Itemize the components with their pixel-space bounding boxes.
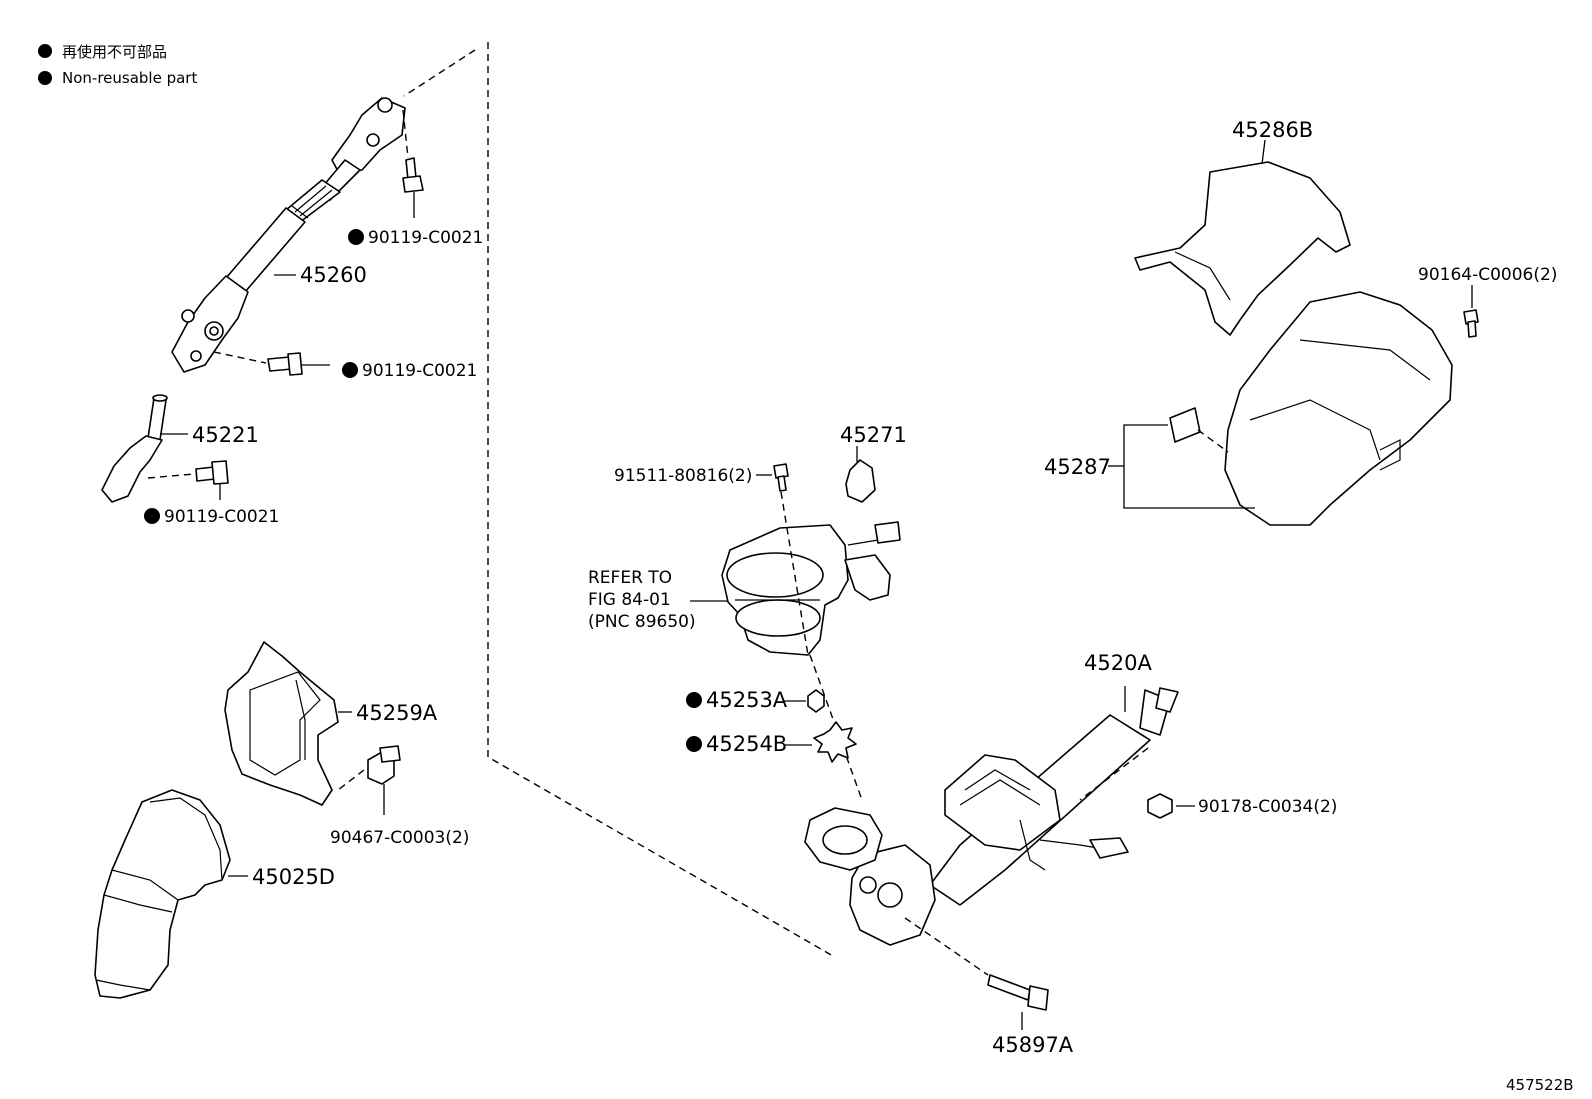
boot-45025D — [94, 789, 231, 999]
legend: 再使用不可部品 Non-reusable part — [38, 43, 197, 87]
clip-90467 — [367, 745, 401, 785]
assembly-boundary-line — [487, 42, 834, 957]
callout-90178: 90178-C0034(2) — [1198, 797, 1337, 817]
refer-line-3: (PNC 89650) — [588, 612, 696, 632]
non-reusable-dot-icon — [38, 44, 52, 58]
nut-90178 — [1147, 793, 1195, 819]
non-reusable-dot-icon — [144, 508, 160, 524]
non-reusable-dot-icon — [342, 362, 358, 378]
nut-45253A — [783, 689, 825, 713]
bolt-90119-top — [402, 157, 424, 218]
star-45254B — [785, 721, 857, 763]
legend-ja: 再使用不可部品 — [62, 43, 167, 61]
callout-45897A: 45897A — [992, 1033, 1074, 1057]
callout-45260: 45260 — [300, 263, 367, 287]
legend-en: Non-reusable part — [62, 69, 197, 87]
callout-90119-top: 90119-C0021 — [368, 228, 483, 248]
callout-45259A: 45259A — [356, 701, 438, 725]
upper-cover-45286B — [1134, 161, 1351, 336]
non-reusable-dot-icon — [38, 71, 52, 85]
shaft-guide-line — [403, 49, 476, 97]
intermediate-shaft — [171, 97, 406, 373]
figure-id: 457522B — [1506, 1076, 1574, 1094]
non-reusable-dot-icon — [348, 229, 364, 245]
callout-45221: 45221 — [192, 423, 259, 447]
callout-90119-mid: 90119-C0021 — [362, 361, 477, 381]
steering-column-4520A — [804, 687, 1179, 946]
callout-91511: 91511-80816(2) — [614, 466, 752, 486]
callout-45025D: 45025D — [252, 865, 335, 889]
refer-line-2: FIG 84-01 — [588, 590, 671, 610]
spiral-cable — [721, 521, 901, 656]
cover-45259A — [224, 641, 339, 806]
callout-45286B: 45286B — [1232, 118, 1313, 142]
lower-cover-45287 — [1224, 291, 1453, 526]
screw-91511 — [756, 463, 789, 492]
callout-45253A: 45253A — [706, 688, 788, 712]
callout-4520A: 4520A — [1084, 651, 1152, 675]
callout-90467: 90467-C0003(2) — [330, 828, 469, 848]
callout-90164: 90164-C0006(2) — [1418, 265, 1557, 285]
screw-90164 — [1463, 285, 1479, 338]
non-reusable-dot-icon — [686, 692, 702, 708]
callout-45271: 45271 — [840, 423, 907, 447]
clip-45271 — [845, 446, 876, 503]
label-patch — [1169, 407, 1201, 443]
bolt-90119-low — [195, 460, 229, 485]
callout-45287: 45287 — [1044, 455, 1111, 479]
callout-90119-low: 90119-C0021 — [164, 507, 279, 527]
callout-45254B: 45254B — [706, 732, 787, 756]
bolt-90119-mid — [267, 352, 303, 376]
stub-shaft-45221 — [101, 394, 188, 503]
bolt-45897A — [987, 974, 1049, 1030]
non-reusable-dot-icon — [686, 736, 702, 752]
refer-line-1: REFER TO — [588, 568, 672, 588]
